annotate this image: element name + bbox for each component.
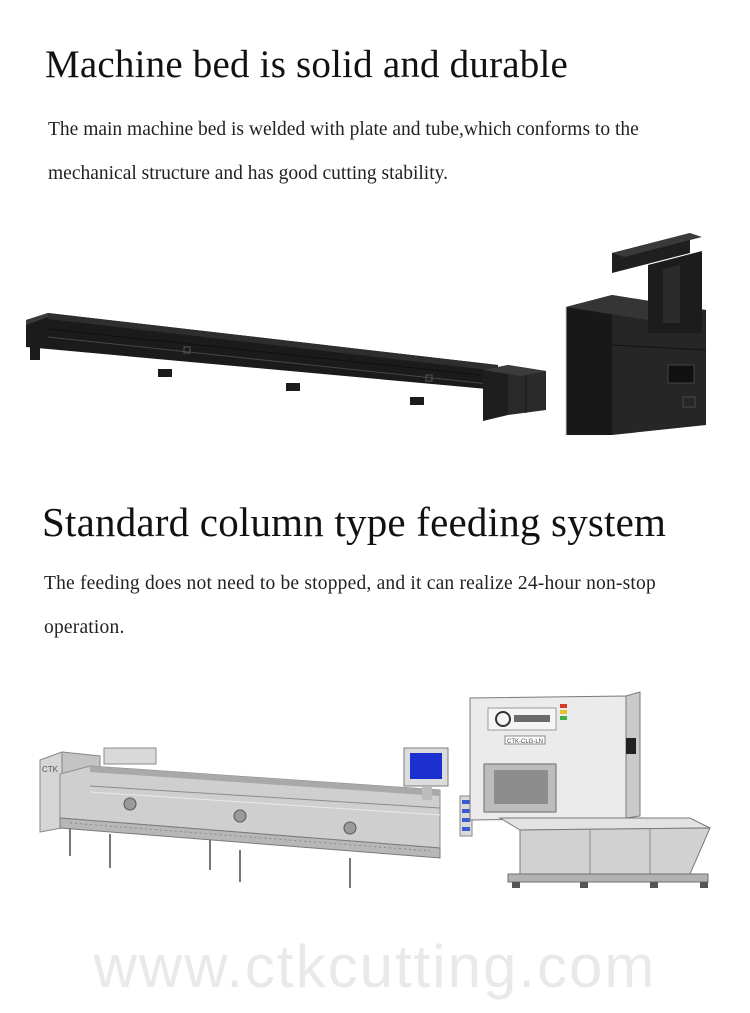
section-description-machine-bed: The main machine bed is welded with plat…: [48, 119, 639, 184]
section-title-machine-bed: Machine bed is solid and durable: [45, 43, 569, 86]
website-watermark: www.ctkcutting.com: [93, 933, 657, 1000]
side-brand-label: CTK: [42, 765, 59, 774]
section-description-feeding-system: The feeding does not need to be stopped,…: [44, 573, 656, 638]
tube-cutting-machine-illustration: CTK CTK-CLG-LN: [39, 691, 711, 888]
model-plate-label: CTK-CLG-LN: [507, 739, 543, 745]
section-title-feeding-system: Standard column type feeding system: [42, 499, 667, 545]
machine-bed-illustration: [26, 233, 707, 435]
